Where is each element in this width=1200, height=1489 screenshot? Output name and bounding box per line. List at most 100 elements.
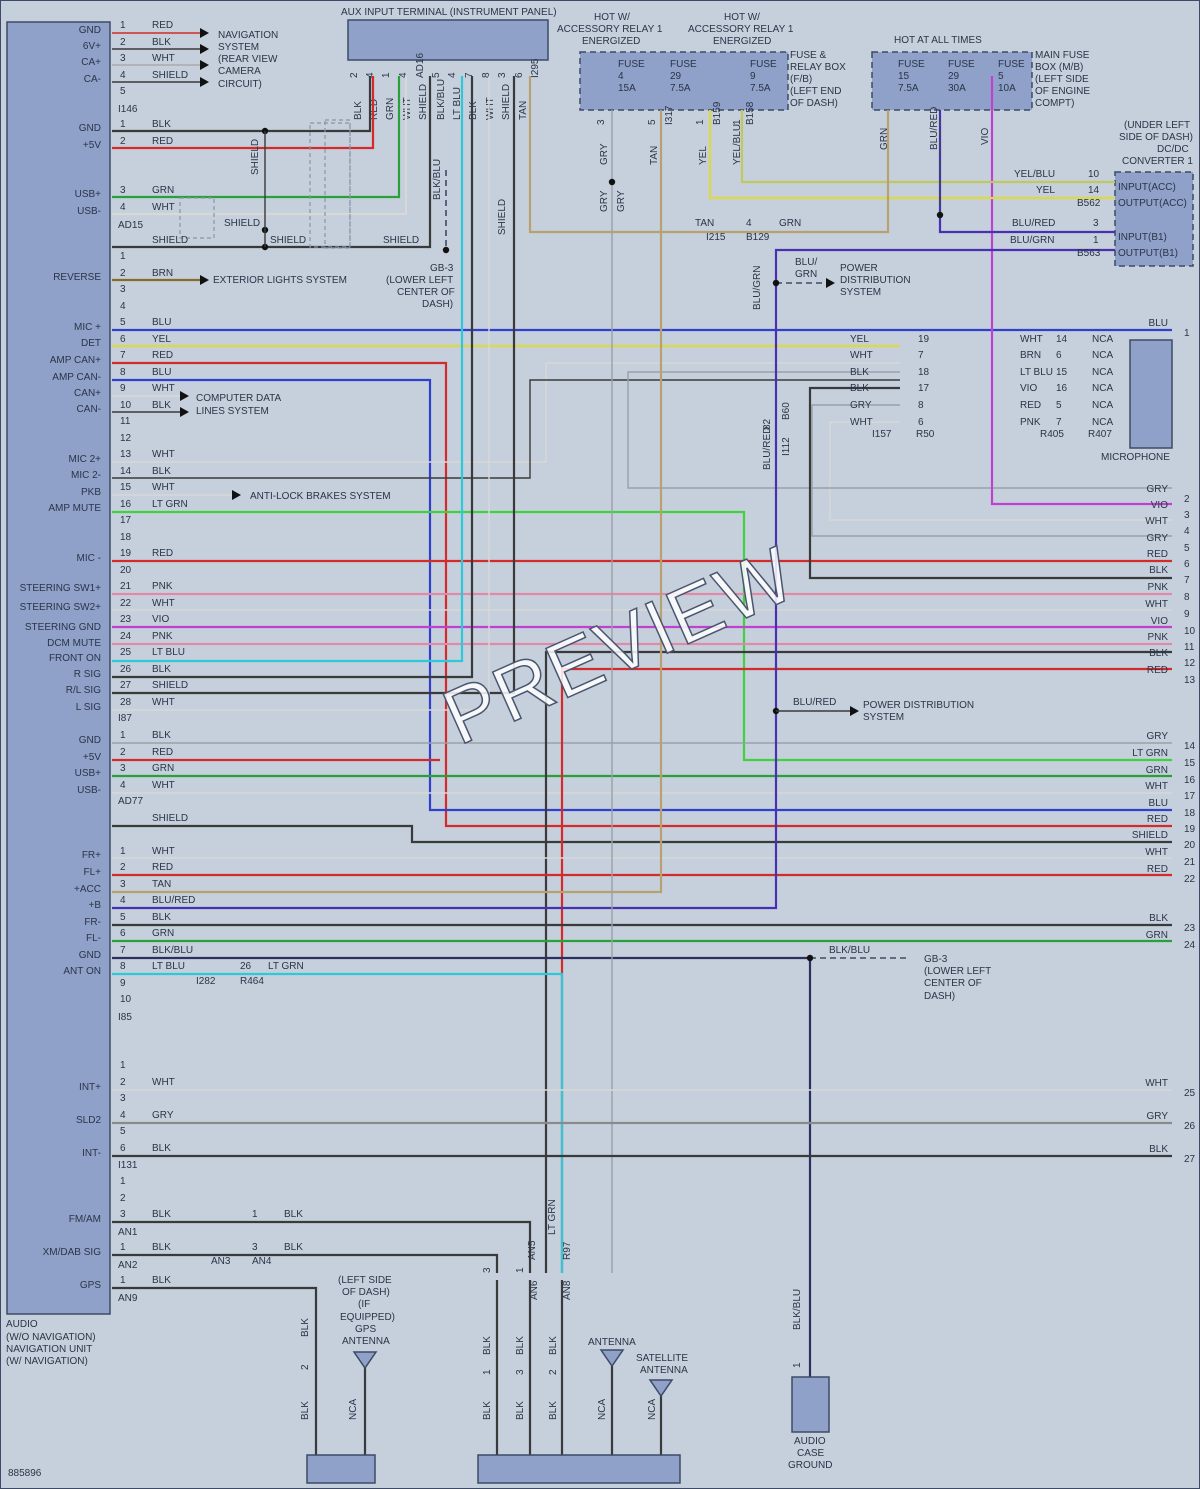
- right-wire-label: WHT: [1145, 1078, 1168, 1089]
- right-wire-label: RED: [1147, 864, 1168, 875]
- wire-label: BLU: [152, 367, 171, 378]
- svg-text:ENERGIZED: ENERGIZED: [582, 36, 640, 47]
- pin-number: 13: [120, 449, 132, 460]
- wire-label: SHIELD: [383, 235, 419, 246]
- wire: [112, 110, 663, 894]
- connector-id: I157: [872, 429, 892, 440]
- pin-name: XM/DAB SIG: [43, 1247, 102, 1258]
- connector-id: R50: [916, 429, 935, 440]
- bottom-wire-label: BLK: [548, 1401, 559, 1420]
- pin-name: SLD2: [76, 1115, 101, 1126]
- right-wire-label: LT GRN: [1132, 748, 1168, 759]
- mic-left-pin: 18: [918, 367, 930, 378]
- antenna-connector: [477, 1454, 681, 1484]
- shield-box: [309, 122, 351, 248]
- aux-wire-label: TAN: [518, 101, 529, 120]
- mic-left-wire: YEL: [850, 334, 869, 345]
- audio-case-ground-box: [791, 1376, 830, 1433]
- splice-dot: [936, 211, 944, 219]
- pin-number: 4: [120, 1110, 126, 1121]
- svg-text:BOX (M/B): BOX (M/B): [1035, 62, 1083, 73]
- svg-text:CAMERA: CAMERA: [218, 66, 261, 77]
- mic-nca: NCA: [1092, 383, 1113, 394]
- antenna-icon: [599, 1349, 625, 1368]
- pin-name: STEERING SW1+: [20, 583, 102, 594]
- svg-text:CENTER OF: CENTER OF: [924, 978, 982, 989]
- svg-text:SYSTEM: SYSTEM: [863, 712, 904, 723]
- fuse-label: FUSE: [750, 59, 777, 70]
- arrow-icon: [200, 60, 209, 70]
- pin-number: 2: [120, 862, 126, 873]
- wire-label: GRN: [152, 185, 174, 196]
- mic-right-wire: BRN: [1020, 350, 1041, 361]
- fuse-number: 15: [898, 71, 910, 82]
- wire-label: BLU: [152, 317, 171, 328]
- pin-name: MIC 2-: [71, 470, 101, 481]
- wire: [112, 76, 372, 133]
- svg-text:DASH): DASH): [422, 299, 453, 310]
- svg-text:(LOWER LEFT: (LOWER LEFT: [924, 966, 991, 977]
- gps-antenna-connector: [306, 1454, 376, 1484]
- fuse-output-pin: I317: [664, 105, 675, 125]
- bottom-pin-label: 3: [482, 1267, 493, 1273]
- svg-text:COMPT): COMPT): [1035, 98, 1074, 109]
- aux-wire-label: BLK: [468, 101, 479, 120]
- pin-number: 4: [120, 70, 126, 81]
- right-wire-number: 20: [1184, 840, 1196, 851]
- dcdc-converter-label: (UNDER LEFT SIDE OF DASH) DC/DC CONVERTE…: [1119, 120, 1193, 167]
- pin-name: AMP MUTE: [48, 503, 101, 514]
- right-wire-number: 4: [1184, 526, 1190, 537]
- wire-label: BLU/GRN: [1010, 235, 1054, 246]
- aux-wire-label: BLK/BLU: [436, 79, 447, 120]
- aux-wire-label: GRN: [385, 98, 396, 120]
- svg-text:HOT W/: HOT W/: [594, 12, 630, 23]
- pin-name: FL-: [86, 933, 101, 944]
- fuse-wire-label: GRY: [599, 143, 610, 165]
- bottom-pin-label: 1: [515, 1267, 526, 1273]
- bottom-pin-label: AN5: [527, 1240, 538, 1260]
- wire-label: WHT: [152, 202, 175, 213]
- right-wire-label: BLK: [1149, 1144, 1168, 1155]
- aux-pin: 3: [497, 72, 508, 78]
- mic-right-wire: LT BLU: [1020, 367, 1053, 378]
- pin-number: 1: [120, 1275, 126, 1286]
- svg-text:GB-3: GB-3: [430, 263, 454, 274]
- bottom-pin-label: AN8: [562, 1280, 573, 1300]
- aux-pin: 1: [381, 72, 392, 78]
- wire-label: 14: [1088, 185, 1100, 196]
- wire: [112, 76, 516, 695]
- wire: [112, 1220, 532, 1273]
- aux-wire-label: SHIELD: [418, 84, 429, 120]
- right-wire-label: WHT: [1145, 847, 1168, 858]
- svg-text:SYSTEM: SYSTEM: [218, 42, 259, 53]
- pin-number: 7: [120, 350, 126, 361]
- wire: [829, 421, 1172, 521]
- svg-text:FUSE &: FUSE &: [790, 50, 826, 61]
- pin-name: ANT ON: [63, 966, 101, 977]
- connector-id: AN3: [211, 1256, 231, 1267]
- wire-label: 1: [252, 1209, 258, 1220]
- vertical-wire-label: I112: [781, 437, 792, 456]
- shield-box: [179, 197, 215, 239]
- satellite-antenna-label: SATELLITE ANTENNA: [636, 1353, 688, 1376]
- wire-label: TAN: [695, 218, 714, 229]
- vertical-wire-label: BLU/GRN: [752, 266, 763, 310]
- wire-label: 3: [1093, 218, 1099, 229]
- mic-right-wire: RED: [1020, 400, 1041, 411]
- pin-number: 2: [120, 268, 126, 279]
- pin-number: 1: [120, 1060, 126, 1071]
- mic-left-pin: 19: [918, 334, 930, 345]
- svg-text:INPUT(ACC): INPUT(ACC): [1118, 182, 1176, 193]
- wire-label: BLK: [284, 1209, 303, 1220]
- fuse-output-pin: 3: [596, 119, 607, 125]
- svg-text:SIDE OF DASH): SIDE OF DASH): [1119, 132, 1193, 143]
- mic-nca: NCA: [1092, 417, 1113, 428]
- satellite-antenna-icon: [648, 1379, 674, 1398]
- pin-name: +5V: [83, 752, 101, 763]
- right-wire-number: 23: [1184, 923, 1196, 934]
- shield-box: [324, 119, 351, 249]
- aux-pin: 4: [398, 72, 409, 78]
